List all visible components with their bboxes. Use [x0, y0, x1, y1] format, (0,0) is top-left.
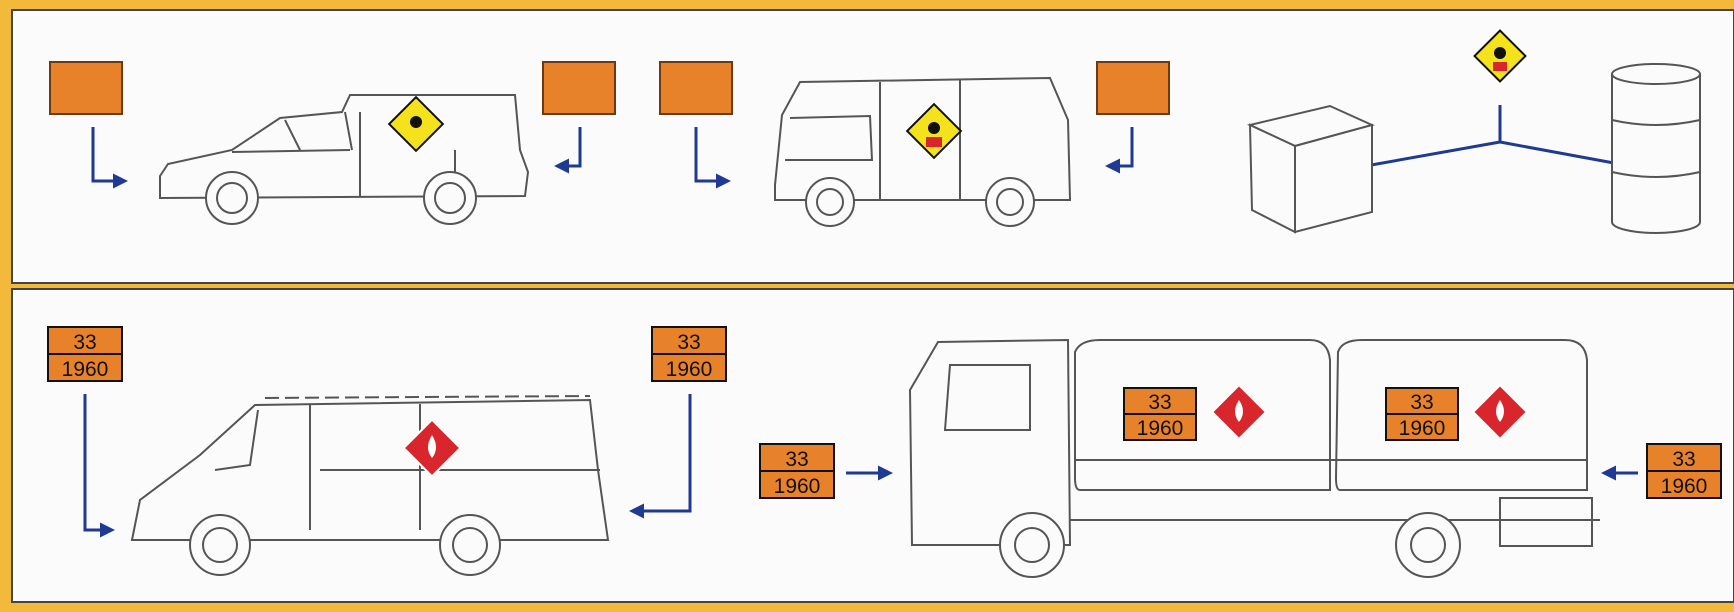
un-orange-plate: 33 1960 [47, 326, 123, 382]
un-orange-plate: 33 1960 [759, 443, 835, 499]
blank-orange-plate [1096, 61, 1170, 115]
hazard-number: 33 [785, 448, 808, 471]
blue-arrow-icon [629, 394, 692, 519]
blue-arrow-icon [83, 394, 115, 538]
blue-arrow-icon [1105, 127, 1134, 174]
small-van-drawing [159, 94, 530, 225]
flammable-diamond-icon [1210, 383, 1268, 441]
blank-orange-plate [49, 61, 123, 115]
hazard-number: 33 [1410, 391, 1433, 414]
explosive-diamond-icon [905, 102, 963, 160]
un-number: 1960 [666, 358, 713, 381]
flammable-diamond-icon [1471, 383, 1529, 441]
blue-arrow-icon [1357, 140, 1501, 173]
blue-arrow-icon [694, 127, 731, 189]
hazard-number: 33 [1672, 448, 1695, 471]
explosive-diamond-icon [387, 95, 445, 153]
bottom-panel [11, 288, 1734, 603]
blue-arrow-icon [91, 127, 128, 189]
un-orange-plate: 33 1960 [1646, 443, 1722, 499]
un-number: 1960 [62, 358, 109, 381]
un-number: 1960 [1399, 417, 1446, 440]
large-van-drawing [130, 395, 610, 576]
tanker-truck-drawing [908, 338, 1600, 578]
hazard-number: 33 [677, 331, 700, 354]
un-number: 1960 [774, 475, 821, 498]
un-orange-plate: 33 1960 [1385, 387, 1459, 441]
blank-orange-plate [542, 61, 616, 115]
package-box-drawing [1246, 104, 1375, 234]
drum-drawing [1611, 63, 1701, 234]
hazard-number: 33 [73, 331, 96, 354]
minivan-drawing [774, 76, 1072, 227]
un-number: 1960 [1661, 475, 1708, 498]
un-number: 1960 [1137, 417, 1184, 440]
flammable-diamond-icon [402, 418, 462, 478]
un-orange-plate: 33 1960 [1123, 387, 1197, 441]
explosive-diamond-icon [1473, 29, 1527, 83]
blue-arrow-icon [554, 127, 582, 174]
blank-orange-plate [659, 61, 733, 115]
un-orange-plate: 33 1960 [651, 326, 727, 382]
hazard-number: 33 [1148, 391, 1171, 414]
